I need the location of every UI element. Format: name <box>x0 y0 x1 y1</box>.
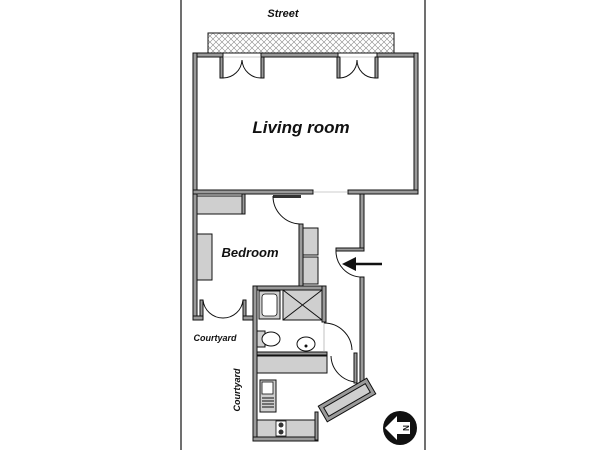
plan-frame <box>180 0 426 450</box>
slanted-cabinet <box>317 377 377 423</box>
kitchen-bottom-wall <box>252 436 319 442</box>
kitchen-door[interactable] <box>330 352 358 384</box>
kitchen-sink <box>259 379 277 413</box>
shower <box>282 289 323 321</box>
french-door-left[interactable] <box>222 56 262 79</box>
kitchen-right-wall <box>314 411 319 441</box>
closet-right-upper <box>302 227 319 256</box>
bedroom-door[interactable] <box>272 195 301 225</box>
kitchen-counter <box>256 355 328 374</box>
bathtub-basin <box>261 293 278 317</box>
courtyard-label-kitchen: Courtyard <box>232 368 242 412</box>
living-room-label: Living room <box>252 118 349 137</box>
compass-north-icon: N <box>383 411 417 445</box>
corridor-walls <box>335 193 365 391</box>
courtyard-label-side: Courtyard <box>193 333 237 343</box>
closet-left <box>196 233 213 281</box>
toilet <box>256 330 281 348</box>
closet-right-lower <box>302 256 319 285</box>
balcony <box>207 32 395 54</box>
bathroom-door[interactable] <box>323 322 353 352</box>
stove <box>256 419 318 438</box>
living-room-walls <box>192 52 419 195</box>
entrance-door[interactable] <box>335 249 363 278</box>
street-label: Street <box>267 8 300 20</box>
svg-text:N: N <box>402 425 411 431</box>
bedroom-label: Bedroom <box>221 245 279 260</box>
french-door-right[interactable] <box>339 56 376 79</box>
entrance-arrow-icon <box>342 257 382 271</box>
bedroom-french-door[interactable] <box>202 299 244 319</box>
closet-top <box>196 195 243 215</box>
sink <box>296 336 316 352</box>
